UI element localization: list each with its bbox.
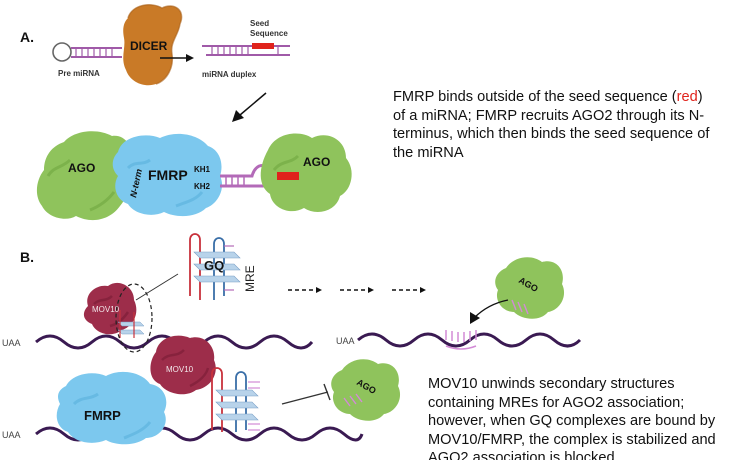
mov10-protein-bottom [150,335,216,395]
ago-binding-arrow [470,299,509,324]
mirna-duplex [202,43,290,56]
mre-label: MRE [243,265,257,292]
caption-a-red: red [676,89,698,105]
ago-left-protein [36,131,134,221]
ago-protein-bottom [331,359,401,421]
caption-a-post: ) of a miRNA; FMRP recruits AGO2 through… [393,89,710,161]
zoom-connector [135,273,179,301]
arrow-to-complex [232,92,267,122]
gq-label: GQ [204,258,224,273]
zoom-circle [115,283,153,353]
ago-right-label: AGO [303,155,330,169]
ago-right-protein [260,133,352,212]
mov10-top-label: MOV10 [92,305,120,314]
caption-a-pre: FMRP binds outside of the seed sequence … [393,89,677,105]
uaa-label-2: UAA [336,336,355,346]
gq-mini-top [117,310,145,338]
seed-label-line2: Sequence [250,29,288,38]
uaa-label-3: UAA [2,430,21,440]
inhibition-line [281,383,331,405]
mov10-bottom-label: MOV10 [166,365,194,374]
seed-sequence-mark [252,43,274,49]
exposed-mre [445,330,477,350]
arrow-to-duplex [160,54,194,62]
fmrp-label-a: FMRP [148,167,188,183]
panel-a-label: A. [20,29,34,45]
ago-protein-top [495,257,565,319]
gq-structure-bottom [211,367,260,432]
fmrp-protein-b [56,371,167,445]
mirna-duplex-label: miRNA duplex [202,70,257,79]
dicer-protein [123,4,183,86]
gq-structure-top [189,233,241,300]
fmrp-protein-a [112,133,223,217]
mrna-strand-2 [357,332,582,348]
dashed-arrows [288,287,426,293]
dicer-label: DICER [130,39,168,53]
ago-left-label: AGO [68,161,95,175]
caption-panel-a: FMRP binds outside of the seed sequence … [393,88,715,162]
seed-label-line1: Seed [250,19,269,28]
seed-bound-mark [277,172,299,180]
fmrp-label-b: FMRP [84,408,121,423]
kh2-label: KH2 [194,182,211,191]
pre-mirna-label: Pre miRNA [58,69,100,78]
pre-mirna-hairpin [52,42,122,62]
panel-b-label: B. [20,249,34,265]
uaa-label-1: UAA [2,338,21,348]
kh1-label: KH1 [194,165,211,174]
caption-panel-b: MOV10 unwinds secondary structures conta… [428,376,716,460]
